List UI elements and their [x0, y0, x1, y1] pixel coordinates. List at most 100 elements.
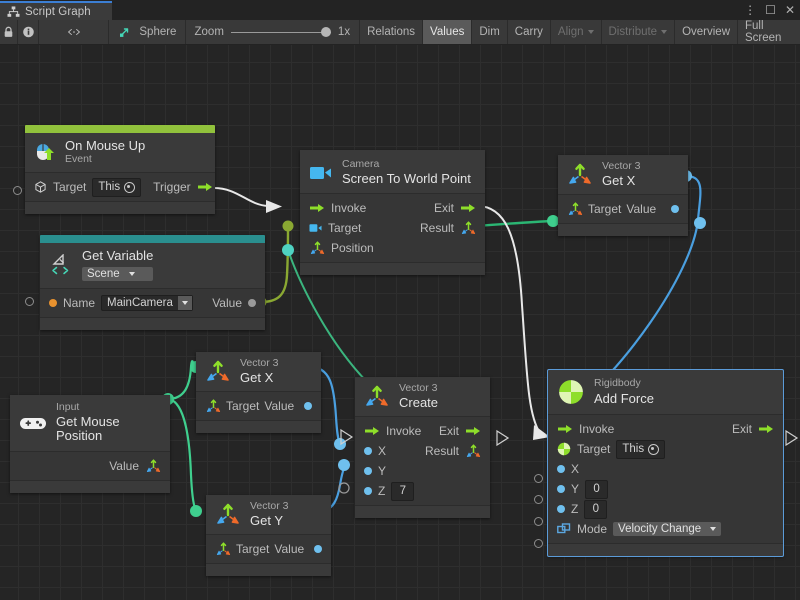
port-value-dot[interactable]: [248, 299, 256, 307]
node-vector3-get-x-mid[interactable]: Vector 3 Get X Target Value: [196, 352, 321, 433]
node-title: Get Y: [250, 514, 289, 529]
node-title-group: On Mouse Up Event: [65, 139, 145, 165]
vector3-port-icon[interactable]: [215, 542, 231, 556]
vector3-port-icon[interactable]: [145, 459, 161, 473]
z-label: Z: [571, 502, 578, 516]
node-get-variable[interactable]: Get Variable Scene Name MainCamera: [40, 235, 265, 330]
maximize-icon[interactable]: ☐: [765, 4, 776, 16]
port-z-dot[interactable]: [364, 487, 372, 495]
zoom-slider[interactable]: [231, 26, 331, 38]
port-target-external[interactable]: [13, 186, 22, 195]
toolbar-button-align[interactable]: Align: [551, 20, 602, 44]
port-y-dot[interactable]: [364, 467, 372, 475]
node-vector3-get-y[interactable]: Vector 3 Get Y Target Value: [206, 495, 331, 576]
port-value-dot[interactable]: [304, 402, 312, 410]
target-picker-icon[interactable]: [124, 182, 135, 193]
graph-canvas[interactable]: On Mouse Up Event Target This: [0, 45, 800, 600]
target-value-field[interactable]: This: [616, 440, 665, 459]
node-input-get-mouse-position[interactable]: Input Get Mouse Position Value: [10, 395, 170, 493]
y-value-field[interactable]: 0: [585, 480, 608, 499]
wire-input-to-gety-target: [168, 399, 196, 511]
lock-button[interactable]: [0, 20, 18, 44]
vector3-port-icon[interactable]: [567, 202, 583, 216]
toolbar-button-overview[interactable]: Overview: [675, 20, 738, 44]
node-title-group: Get Variable Scene: [82, 249, 153, 281]
flow-in-arrow-icon[interactable]: [309, 201, 325, 215]
toolbar-button-carry[interactable]: Carry: [508, 20, 551, 44]
port-x-dot[interactable]: [364, 447, 372, 455]
port-y-dot[interactable]: [557, 485, 565, 493]
flow-in-arrow-icon[interactable]: [557, 422, 573, 436]
zoom-slider-knob[interactable]: [321, 27, 331, 37]
row-z: Z 0: [548, 499, 783, 519]
toolbar-button-distribute[interactable]: Distribute: [602, 20, 676, 44]
angle-brackets-icon: [66, 25, 82, 39]
flow-out-arrow-icon[interactable]: [460, 201, 476, 215]
port-z-external[interactable]: [534, 517, 543, 526]
port-name-dot[interactable]: [49, 299, 57, 307]
vector3-port-icon[interactable]: [460, 221, 476, 235]
zoom-control[interactable]: Zoom 1x: [186, 20, 361, 44]
port-mode-external[interactable]: [534, 539, 543, 548]
toolbar-button-values[interactable]: Values: [423, 20, 472, 44]
toolbar-button-dim[interactable]: Dim: [472, 20, 507, 44]
wire-endpoint: [334, 438, 346, 450]
flow-in-arrow-icon[interactable]: [364, 424, 380, 438]
object-selector[interactable]: Sphere: [109, 20, 185, 44]
chevron-down-icon[interactable]: [178, 296, 192, 310]
rigidbody-port-icon[interactable]: [557, 442, 571, 456]
flow-out-arrow-icon[interactable]: [197, 180, 213, 194]
z-value-field[interactable]: 7: [391, 482, 414, 501]
toolbar-button-full-screen[interactable]: Full Screen: [738, 20, 800, 44]
port-name-external[interactable]: [25, 297, 34, 306]
node-title: Screen To World Point: [342, 172, 471, 187]
variable-name-combo[interactable]: MainCamera: [101, 295, 193, 311]
node-vector3-get-x-right[interactable]: Vector 3 Get X Target Value: [558, 155, 688, 236]
node-rigidbody-add-force[interactable]: Rigidbody Add Force Invoke Exit: [548, 370, 783, 556]
port-value-dot[interactable]: [671, 205, 679, 213]
row-y: Y: [355, 461, 490, 481]
node-on-mouse-up[interactable]: On Mouse Up Event Target This: [25, 125, 215, 214]
node-title-group: Rigidbody Add Force: [594, 378, 654, 406]
port-x-dot[interactable]: [557, 465, 565, 473]
node-body: Target This Trigger: [25, 173, 215, 201]
kebab-menu-icon[interactable]: ⋮: [744, 4, 756, 16]
exit-label: Exit: [732, 422, 752, 436]
tab-script-graph[interactable]: Script Graph: [0, 1, 112, 20]
vector3-icon: [205, 360, 231, 384]
flow-out-arrow-icon[interactable]: [758, 422, 774, 436]
node-footer: [300, 262, 485, 275]
row-target: Target This: [548, 439, 783, 459]
gamepad-icon: [19, 414, 47, 432]
target-label: Target: [577, 442, 610, 456]
x-label: X: [571, 462, 579, 476]
code-view-button[interactable]: [39, 20, 109, 44]
port-value-dot[interactable]: [314, 545, 322, 553]
node-accent-bar: [25, 125, 215, 133]
port-z-dot[interactable]: [557, 505, 565, 513]
node-subtitle: Vector 3: [250, 501, 289, 513]
target-picker-icon[interactable]: [648, 444, 659, 455]
port-x-external[interactable]: [534, 474, 543, 483]
vector3-port-icon[interactable]: [309, 241, 325, 255]
flow-out-arrow-icon[interactable]: [465, 424, 481, 438]
z-value-field[interactable]: 0: [584, 500, 607, 519]
vector3-port-icon[interactable]: [465, 444, 481, 458]
close-icon[interactable]: ✕: [785, 4, 795, 16]
camera-port-icon[interactable]: [309, 222, 322, 234]
lock-icon: [2, 26, 15, 38]
invoke-label: Invoke: [386, 424, 421, 438]
toolbar-button-relations[interactable]: Relations: [360, 20, 423, 44]
target-value-field[interactable]: This: [92, 178, 141, 197]
value-label: Value: [212, 296, 242, 310]
vector3-port-icon[interactable]: [205, 399, 221, 413]
node-title: Get X: [240, 371, 279, 386]
node-camera-screen-to-world-point[interactable]: Camera Screen To World Point Invoke Exit: [300, 150, 485, 275]
target-label: Target: [588, 202, 621, 216]
info-button[interactable]: [18, 20, 39, 44]
variable-scope-dropdown[interactable]: Scene: [82, 267, 153, 282]
node-vector3-create[interactable]: Vector 3 Create Invoke Exit: [355, 377, 490, 518]
node-footer: [558, 223, 688, 236]
port-y-external[interactable]: [534, 495, 543, 504]
mode-dropdown[interactable]: Velocity Change: [613, 522, 721, 536]
